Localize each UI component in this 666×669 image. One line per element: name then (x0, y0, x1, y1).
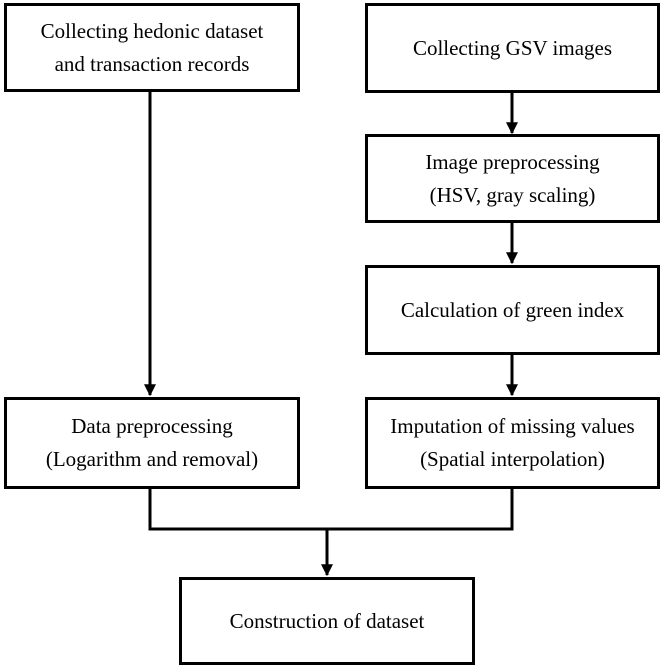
imputation-line-2: (Spatial interpolation) (420, 447, 605, 471)
image-preprocessing-line-1: Image preprocessing (425, 149, 600, 174)
data-preprocessing-box: Data preprocessing (Logarithm and remova… (4, 397, 300, 489)
construction-line-1: Construction of dataset (229, 608, 425, 633)
data-preprocessing-line-1: Data preprocessing (71, 414, 233, 438)
collect-hedonic-box: Collecting hedonic dataset and transacti… (4, 3, 300, 92)
imputation-box: Imputation of missing values (Spatial in… (365, 397, 660, 489)
green-index-box: Calculation of green index (365, 265, 660, 355)
image-preprocessing-line-2: (HSV, gray scaling) (429, 182, 596, 207)
collect-hedonic-line-1: Collecting hedonic dataset (40, 18, 264, 43)
imputation-line-1: Imputation of missing values (390, 414, 635, 438)
merge-connector (148, 488, 514, 531)
collect-gsv-box: Collecting GSV images (365, 3, 660, 93)
construction-box: Construction of dataset (179, 577, 475, 665)
green-index-line-1: Calculation of green index (400, 297, 625, 322)
collect-gsv-line-1: Collecting GSV images (412, 35, 613, 60)
image-preprocessing-box: Image preprocessing (HSV, gray scaling) (365, 134, 660, 223)
data-preprocessing-line-2: (Logarithm and removal) (45, 447, 259, 471)
collect-hedonic-line-2: and transaction records (54, 51, 250, 76)
